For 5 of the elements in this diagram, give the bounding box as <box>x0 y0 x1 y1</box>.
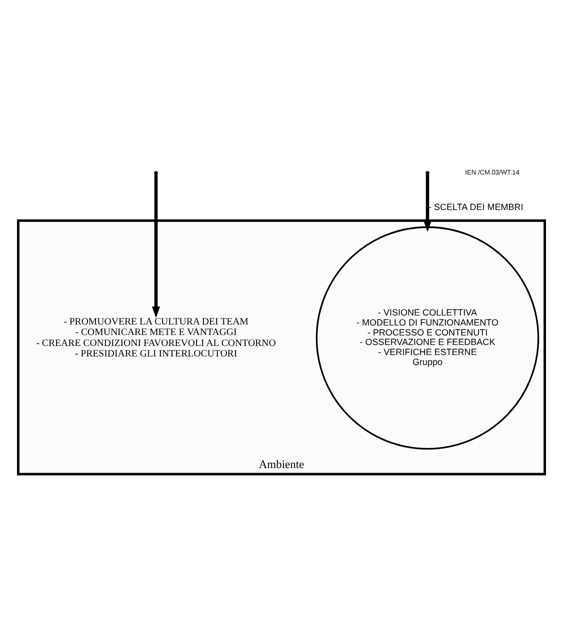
arrow <box>423 174 432 232</box>
node-circle: - VISIONE COLLETTIVA - MODELLO DI FUNZIONAMENTO - PROCESSO E CONTENUTI - OSSERVAZIONE E FEEDBACK - VERIFICHE ESTERNE Gruppo <box>316 226 540 450</box>
edge-label: - SCELTA DEI MEMBRI <box>428 202 524 212</box>
node-text: - PROMUOVERE LA CULTURA DEI TEAM - COMUNICARE METE E VANTAGGI - CREARE CONDIZIONI FAVOREVOLI AL CONTORNO - PRESIDIARE GLI INTERLOCUTORI <box>36 316 276 360</box>
arrow <box>152 174 160 318</box>
